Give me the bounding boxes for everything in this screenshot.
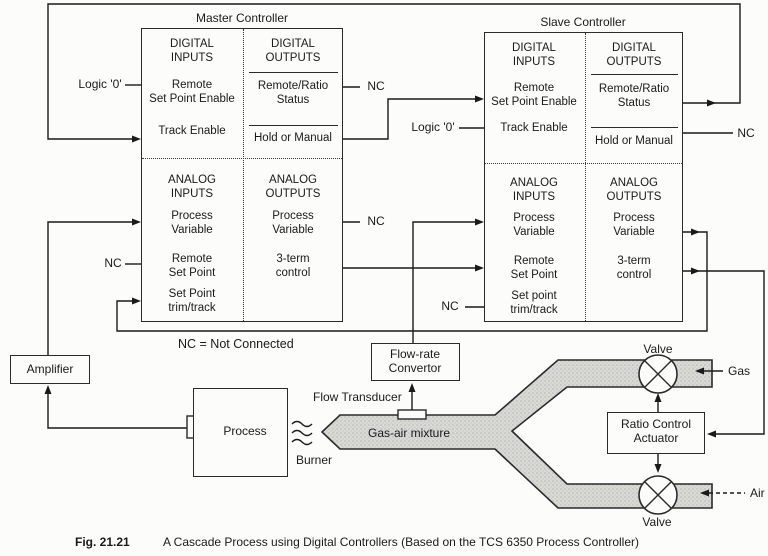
nc-master-remote-ratio: NC <box>367 79 385 93</box>
slave-remote-set-point: Remote Set Point <box>510 255 558 281</box>
master-3-term-control: 3-term control <box>275 253 311 279</box>
slave-remote-set-point-enable: Remote Set Point Enable <box>491 82 577 108</box>
master-output-separator-1 <box>249 72 338 73</box>
logic0-master-label: Logic '0' <box>78 77 122 91</box>
master-column-divider <box>243 29 244 321</box>
master-digital-inputs-header: DIGITAL INPUTS <box>170 38 214 64</box>
gas-valve-label: Valve <box>643 342 673 356</box>
flow-transducer-tap <box>397 409 427 420</box>
wire-slave-pv-to-master-trim <box>116 231 708 332</box>
gas-supply-label: Gas <box>728 364 751 378</box>
slave-column-divider <box>585 33 586 321</box>
master-hold-or-manual: Hold or Manual <box>254 132 332 144</box>
ratio-control-actuator-label: Ratio Control Actuator <box>620 417 692 446</box>
master-digital-outputs-header: DIGITAL OUTPUTS <box>265 38 321 64</box>
wire-process-to-amplifier <box>47 389 187 429</box>
slave-analog-inputs-header: ANALOG INPUTS <box>510 177 558 203</box>
master-controller-box <box>141 28 343 322</box>
slave-digital-analog-divider <box>485 163 682 164</box>
flow-rate-convertor-box <box>371 343 460 381</box>
nc-legend: NC = Not Connected <box>178 337 294 351</box>
slave-digital-inputs-header: DIGITAL INPUTS <box>512 42 556 68</box>
air-valve-icon <box>638 475 678 515</box>
master-controller-title: Master Controller <box>195 11 289 25</box>
wire-master-hold-to-slave-rspe <box>343 98 480 140</box>
slave-controller-box <box>484 32 683 322</box>
wire-convertor-to-slave-pv <box>412 221 480 343</box>
burner-flame-icon <box>291 420 313 446</box>
gas-valve-icon <box>638 354 678 394</box>
nc-master-remote-sp: NC <box>104 256 122 270</box>
master-analog-inputs-header: ANALOG INPUTS <box>168 174 216 200</box>
master-process-variable-in: Process Variable <box>171 210 213 236</box>
slave-hold-or-manual: Hold or Manual <box>595 135 673 147</box>
process-box <box>193 388 288 477</box>
logic0-slave-label: Logic '0' <box>411 120 455 134</box>
nc-slave-sp-trim: NC <box>441 299 459 313</box>
master-remote-ratio-status: Remote/Ratio Status <box>257 80 329 106</box>
nc-slave-hold-manual: NC <box>737 126 755 140</box>
gas-air-mixture-label: Gas-air mixture <box>367 426 450 440</box>
ratio-control-actuator-box <box>607 412 705 454</box>
slave-track-enable: Track Enable <box>500 122 568 134</box>
amplifier-box <box>10 355 90 384</box>
slave-digital-outputs-header: DIGITAL OUTPUTS <box>606 42 662 68</box>
master-output-separator-2 <box>249 125 338 126</box>
air-supply-label: Air <box>750 486 765 500</box>
master-process-variable-out: Process Variable <box>272 210 314 236</box>
figure-number: Fig. 21.21 <box>75 535 130 549</box>
slave-remote-ratio-status: Remote/Ratio Status <box>598 83 670 109</box>
master-track-enable: Track Enable <box>158 125 226 137</box>
slave-set-point-trim-track: Set point trim/track <box>510 290 558 316</box>
process-label: Process <box>223 424 267 438</box>
wire-slave-status-to-master-track <box>47 3 741 140</box>
master-remote-set-point-enable: Remote Set Point Enable <box>149 79 235 105</box>
slave-output-separator-1 <box>591 74 678 75</box>
slave-3-term-control: 3-term control <box>616 255 652 281</box>
figure-caption: A Cascade Process using Digital Controll… <box>163 535 640 549</box>
master-digital-analog-divider <box>142 158 342 159</box>
slave-process-variable-out: Process Variable <box>613 212 655 238</box>
wire-slave-3term-to-actuator <box>683 270 765 435</box>
air-valve-label: Valve <box>642 515 672 529</box>
nc-master-pv-out: NC <box>367 214 385 228</box>
amplifier-label: Amplifier <box>26 362 74 376</box>
wire-amplifier-to-master-pv <box>47 221 136 355</box>
slave-output-separator-2 <box>591 127 678 128</box>
arrowheads <box>44 95 716 497</box>
master-set-point-trim-track: Set Point trim/track <box>168 288 216 314</box>
flow-rate-convertor-label: Flow-rate Convertor <box>388 347 442 376</box>
flow-transducer-label: Flow Transducer <box>313 390 402 404</box>
slave-analog-outputs-header: ANALOG OUTPUTS <box>606 177 662 203</box>
master-remote-set-point: Remote Set Point <box>168 253 216 279</box>
slave-process-variable-in: Process Variable <box>513 212 555 238</box>
burner-label: Burner <box>296 453 333 467</box>
slave-controller-title: Slave Controller <box>540 15 626 29</box>
master-analog-outputs-header: ANALOG OUTPUTS <box>265 174 321 200</box>
